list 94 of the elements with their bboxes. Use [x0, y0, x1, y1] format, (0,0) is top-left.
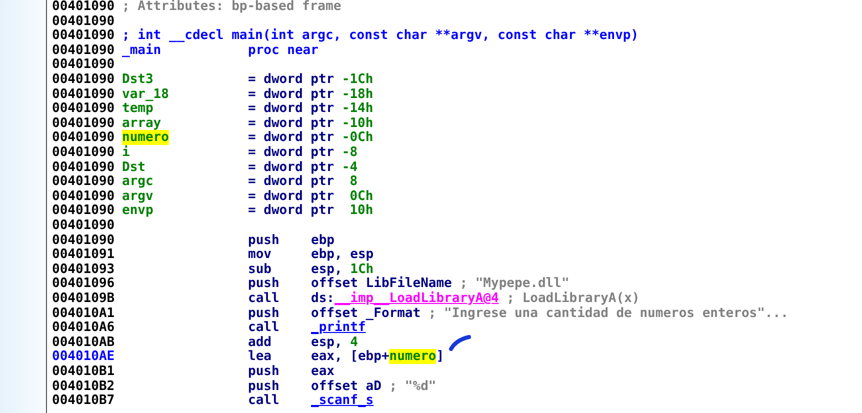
instruction-text: push [248, 364, 280, 379]
operand-text: ebp [311, 232, 334, 248]
variable-name: argc [122, 174, 154, 190]
operand-text: offset _Format [311, 306, 421, 321]
address-text: 00401091 [52, 247, 115, 262]
instruction-text: mov [248, 247, 272, 262]
address-text: 00401090 [52, 57, 115, 72]
instruction-text: call [248, 393, 280, 408]
operand-text: ebp, esp [311, 247, 374, 262]
address-text: 00401096 [52, 276, 115, 292]
operand-text: ] [436, 349, 444, 364]
instruction-text: = dword ptr [248, 188, 334, 204]
variable-name: temp [122, 101, 154, 116]
address-text: 0040109B [52, 291, 115, 306]
address-text: 00401093 [52, 262, 115, 277]
variable-name: array [122, 116, 162, 131]
address-text: 00401090 [52, 145, 115, 160]
address-text: 004010A1 [52, 306, 115, 321]
instruction-text: call [248, 291, 280, 306]
operand-text: offset LibFileName [311, 276, 452, 292]
number-literal: -8 [342, 145, 358, 160]
address-text: 004010AE [52, 349, 115, 364]
instruction-text: = dword ptr [248, 86, 334, 102]
address-text: 00401090 [52, 232, 115, 248]
address-text: 00401090 [52, 28, 115, 44]
variable-name: Dst3 [122, 72, 154, 87]
address-text: 00401090 [52, 72, 115, 87]
instruction-text: push [248, 378, 280, 394]
address-text: 00401090 [52, 14, 115, 29]
instruction-text: push [248, 232, 280, 248]
instruction-text: = dword ptr [248, 101, 334, 116]
number-literal: 8 [350, 174, 358, 190]
label-text: ; int __cdecl main(int argc, const char **argv, const char **envp) [122, 28, 639, 44]
variable-name: i [122, 145, 130, 160]
variable-name: Dst [122, 160, 146, 175]
function-name: _printf [311, 320, 366, 336]
address-text: 004010AB [52, 334, 115, 350]
address-text: 00401090 [52, 0, 115, 14]
operand-text: offset aD [311, 378, 382, 394]
number-literal: -10h [342, 116, 374, 131]
operand-text: esp, [311, 334, 342, 350]
instruction-text: = dword ptr [248, 203, 334, 218]
number-literal: 4 [350, 334, 358, 350]
variable-name: envp [122, 203, 154, 218]
address-text: 00401090 [52, 101, 115, 116]
address-text: 00401090 [52, 116, 115, 131]
instruction-text: push [248, 276, 280, 292]
function-name: _scanf_s [311, 393, 374, 408]
label-text: _main [122, 42, 162, 58]
address-text: 004010B7 [52, 393, 115, 408]
number-literal: -14h [342, 101, 374, 116]
comment-text: ; "%d" [389, 378, 436, 394]
instruction-text: add [248, 334, 272, 350]
variable-name: argv [122, 188, 154, 204]
number-literal: 0Ch [350, 188, 374, 204]
instruction-text: = dword ptr [248, 116, 334, 131]
directive-text: proc near [248, 42, 318, 58]
instruction-text: = dword ptr [248, 145, 334, 160]
address-text: 00401090 [52, 130, 115, 146]
number-literal: -1Ch [342, 72, 374, 87]
instruction-text: call [248, 320, 280, 336]
instruction-text: sub [248, 262, 272, 277]
instruction-text: push [248, 306, 280, 321]
number-literal: 10h [350, 203, 374, 218]
comment-text: ; "Mypepe.dll" [460, 276, 570, 292]
address-text: 00401090 [52, 174, 115, 190]
address-text: 00401090 [52, 218, 115, 233]
highlighted-variable: numero [389, 349, 436, 364]
operand-text: ds: [311, 291, 334, 306]
number-literal: -4 [342, 160, 358, 175]
instruction-text: lea [248, 349, 272, 364]
instruction-text: = dword ptr [248, 160, 334, 175]
address-text: 00401090 [52, 203, 115, 218]
address-text: 00401090 [52, 188, 115, 204]
import-name: __imp__LoadLibraryA@4 [334, 291, 499, 306]
number-literal: 1Ch [350, 262, 374, 277]
address-text: 004010A6 [52, 320, 115, 336]
address-text: 00401090 [52, 160, 115, 175]
operand-text: eax, [ebp+ [311, 349, 390, 364]
address-text: 004010B2 [52, 378, 115, 394]
highlighted-variable: numero [122, 130, 169, 146]
address-text: 00401090 [52, 86, 115, 102]
instruction-text: = dword ptr [248, 72, 334, 87]
address-text: 00401090 [52, 42, 115, 58]
number-literal: -18h [342, 86, 374, 102]
variable-name: var_18 [122, 86, 169, 102]
number-literal: -0Ch [342, 130, 374, 146]
instruction-text: = dword ptr [248, 130, 334, 146]
instruction-text: = dword ptr [248, 174, 334, 190]
comment-text: ; LoadLibraryA(x) [506, 291, 640, 306]
comment-text: ; "Ingrese una cantidad de numeros enteros"... [428, 306, 788, 321]
address-text: 004010B1 [52, 364, 115, 379]
operand-text: esp, [311, 262, 342, 277]
operand-text: eax [311, 364, 334, 379]
